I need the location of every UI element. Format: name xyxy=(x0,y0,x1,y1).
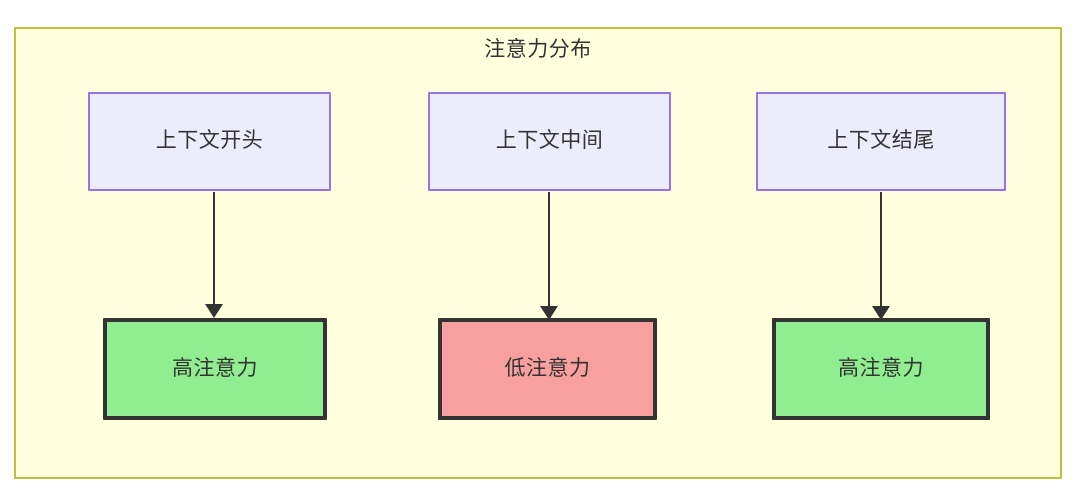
node-attention-middle-label: 低注意力 xyxy=(504,356,591,380)
node-context-start-label: 上下文开头 xyxy=(155,129,264,153)
node-context-end[interactable]: 上下文结尾 xyxy=(756,92,1006,191)
subgraph-title: 注意力分布 xyxy=(484,38,592,61)
node-context-middle[interactable]: 上下文中间 xyxy=(428,92,671,191)
node-context-middle-label: 上下文中间 xyxy=(495,129,604,153)
node-attention-middle[interactable]: 低注意力 xyxy=(438,318,657,420)
node-attention-end[interactable]: 高注意力 xyxy=(772,318,990,420)
node-attention-end-label: 高注意力 xyxy=(838,356,924,380)
node-attention-start-label: 高注意力 xyxy=(172,356,258,380)
node-context-start[interactable]: 上下文开头 xyxy=(88,92,331,191)
node-attention-start[interactable]: 高注意力 xyxy=(103,318,327,420)
node-context-end-label: 上下文结尾 xyxy=(827,129,935,153)
